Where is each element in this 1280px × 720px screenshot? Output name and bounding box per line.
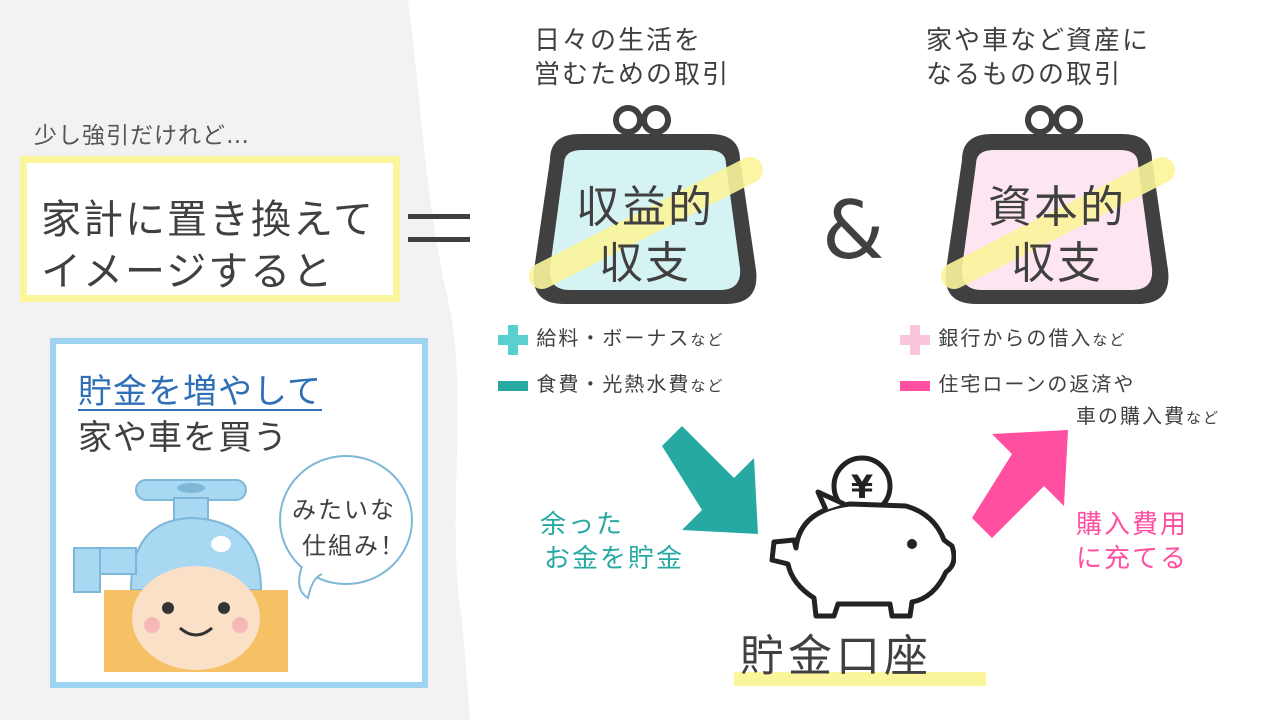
left-minus-suffix: など [690, 377, 724, 395]
main-statement-line1: 家計に置き換えて [41, 187, 375, 245]
piggy-bank-icon: ¥ [766, 452, 956, 622]
right-purse-label: 資本的 収支 [957, 180, 1157, 292]
savings-account-label: 貯金口座 [740, 620, 932, 684]
right-caption-line2: なるものの取引 [926, 58, 1150, 92]
speech-bubble-text: みたいな 仕組み！ [282, 492, 406, 564]
purchase-flow-text: 購入費用 に充てる [1076, 508, 1188, 576]
right-plus-suffix: など [1092, 331, 1126, 349]
right-minus-item: 住宅ローンの返済や [900, 368, 1135, 401]
main-statement-box: 家計に置き換えて イメージすると [20, 156, 400, 302]
right-minus-text-line1: 住宅ローンの返済や [938, 372, 1135, 396]
minus-icon [900, 371, 930, 401]
right-minus-suffix: など [1186, 409, 1220, 427]
purchase-text-line1: 購入費用 [1076, 508, 1188, 542]
left-purse-label: 収益的 収支 [545, 180, 745, 292]
right-caption-line1: 家や車など資産に [926, 24, 1150, 58]
savings-text-line1: 余った [540, 508, 684, 542]
equals-sign [408, 214, 470, 260]
purchase-text-line2: に充てる [1076, 542, 1188, 576]
left-plus-item: 給料・ボーナスなど [498, 322, 724, 355]
right-purse-caption: 家や車など資産に なるものの取引 [926, 24, 1150, 92]
left-label-line1: 収益的 [545, 180, 745, 236]
bubble-line1: みたいな [282, 492, 406, 528]
left-caption-line2: 営むための取引 [534, 58, 730, 92]
right-plus-text: 銀行からの借入 [938, 326, 1092, 350]
yen-symbol: ¥ [851, 468, 873, 506]
right-label-line1: 資本的 [957, 180, 1157, 236]
bubble-line2: 仕組み！ [282, 528, 406, 564]
left-plus-suffix: など [690, 331, 724, 349]
plus-icon [900, 325, 930, 355]
savings-flow-text: 余った お金を貯金 [540, 508, 684, 576]
purchase-arrow-icon [966, 424, 1086, 544]
minus-icon [498, 371, 528, 401]
left-plus-text: 給料・ボーナス [536, 326, 690, 350]
intro-lead-text: 少し強引だけれど… [34, 116, 250, 150]
savings-text-line2: お金を貯金 [540, 542, 684, 576]
ampersand-symbol: & [822, 184, 884, 277]
main-statement-line2: イメージすると [41, 239, 334, 297]
right-label-line2: 収支 [957, 236, 1157, 292]
right-minus-text-line2: 車の購入費 [1076, 404, 1186, 428]
left-purse-caption: 日々の生活を 営むための取引 [534, 24, 730, 92]
left-minus-text: 食費・光熱水費 [536, 372, 690, 396]
right-plus-item: 銀行からの借入など [900, 322, 1126, 355]
right-minus-item-cont: 車の購入費など [1076, 400, 1220, 429]
left-minus-item: 食費・光熱水費など [498, 368, 724, 401]
plus-icon [498, 325, 528, 355]
left-caption-line1: 日々の生活を [534, 24, 730, 58]
example-line1: 貯金を増やして [78, 364, 322, 413]
left-label-line2: 収支 [545, 236, 745, 292]
